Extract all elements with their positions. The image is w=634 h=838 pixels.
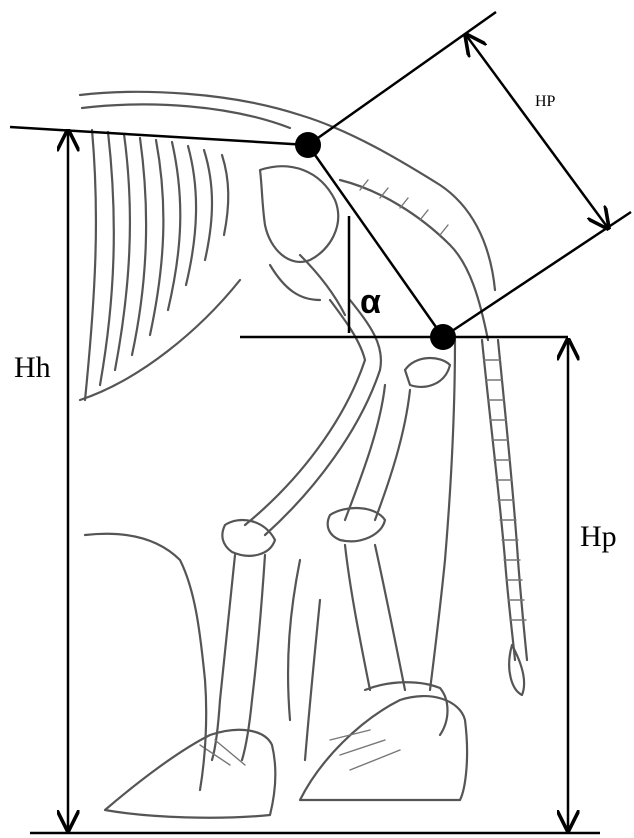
- hh-label: Hh: [14, 351, 51, 384]
- skeleton-sketch: [80, 92, 527, 818]
- tail-vertebrae: [482, 340, 527, 695]
- hp-upper-dimension-arrow: [466, 35, 608, 228]
- pelvis-axis-upper: [308, 12, 496, 145]
- hp-upper-label: HP: [535, 93, 556, 110]
- measurement-lines: [10, 12, 631, 833]
- hip-reference-line: [10, 127, 308, 145]
- pelvis-axis-lower: [443, 212, 631, 337]
- alpha-angle-label: α: [360, 283, 381, 321]
- hp-label: Hp: [580, 520, 617, 553]
- stifle-joint-point: [430, 324, 456, 350]
- hip-joint-point: [295, 132, 321, 158]
